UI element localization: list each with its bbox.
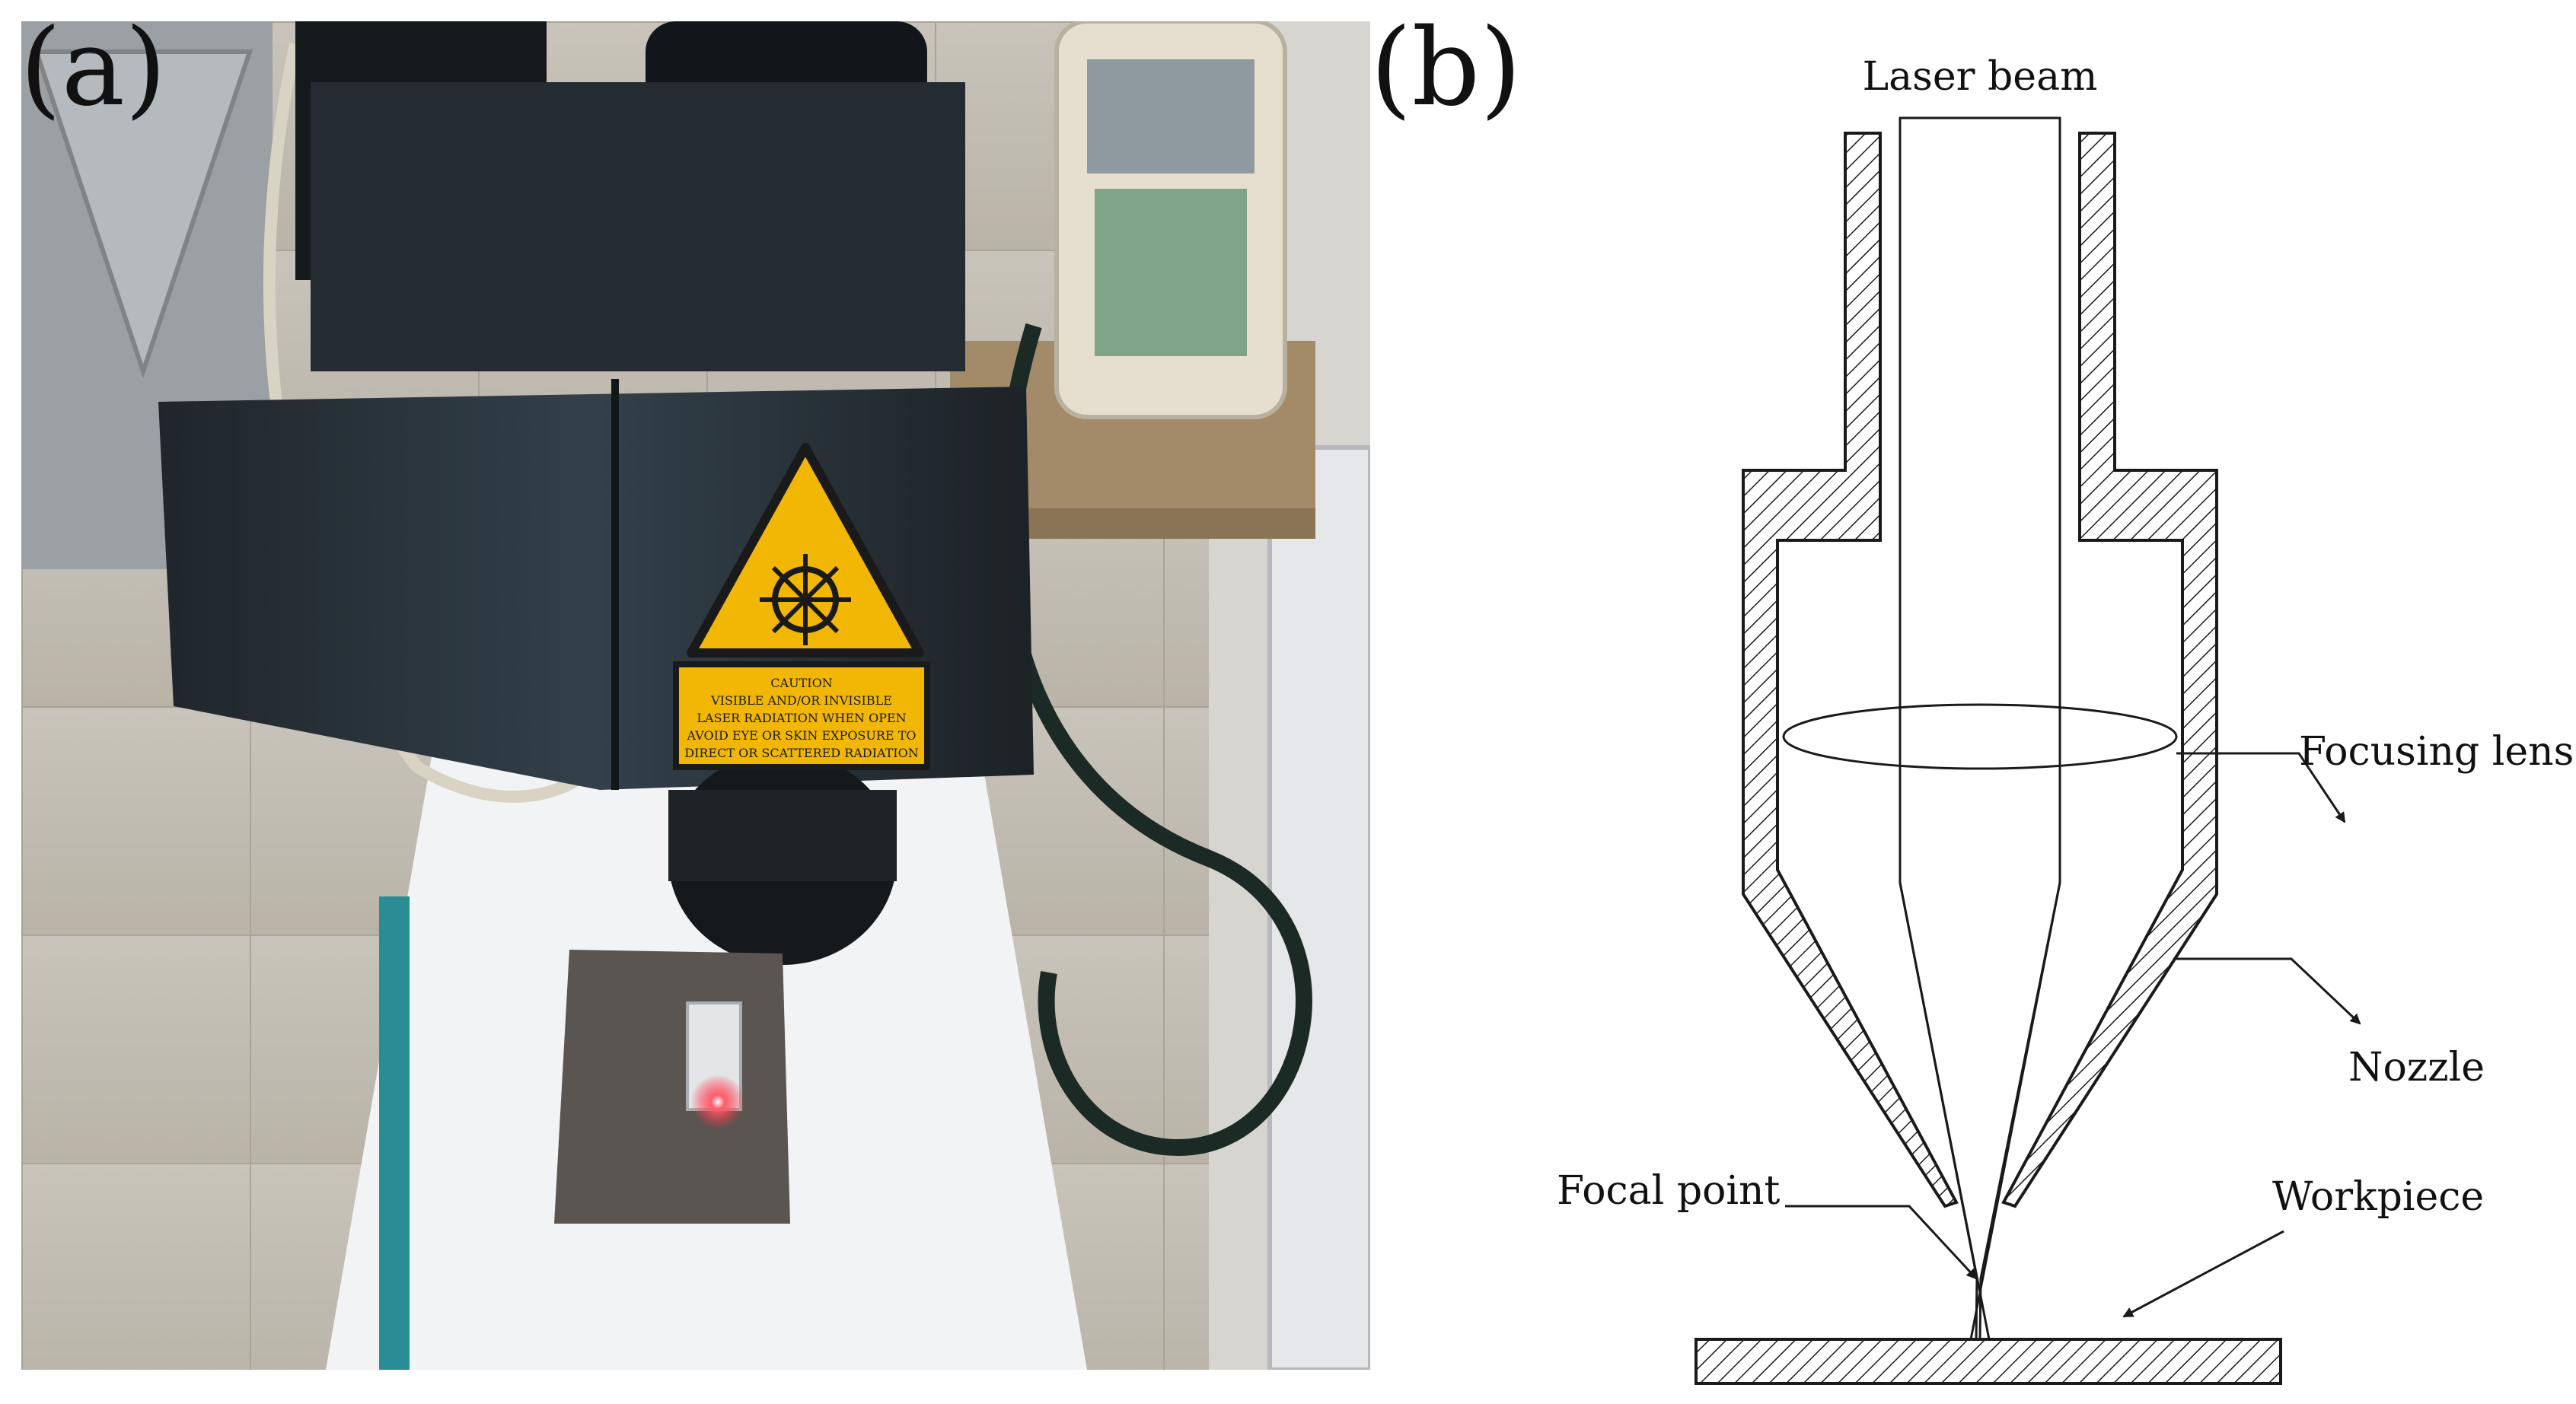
nozzle-leader [2173,957,2361,1025]
laser-head-upper [311,82,965,371]
right-door [1267,445,1370,1370]
nozzle-left-wall [1742,132,1959,1208]
focusing-lens-leader [2176,752,2346,823]
warning-triangle [687,443,924,657]
caution-line-3: LASER RADIATION WHEN OPEN [697,711,906,725]
laser-beam-crossing [1899,882,2061,1340]
steel-plate [554,950,790,1224]
caution-line-1: CAUTION [770,676,832,690]
panel-label-a: (a) [20,6,167,130]
workpiece-plate [1694,1338,2282,1385]
label-workpiece: Workpiece [2272,1174,2484,1220]
caution-label [673,661,930,770]
panel-label-b: (b) [1370,6,1522,130]
caution-line-2: VISIBLE AND/OR INVISIBLE [710,693,892,708]
label-focal-point: Focal point [1557,1168,1781,1214]
photo-svg: CAUTION VISIBLE AND/OR INVISIBLE LASER R… [21,21,1370,1370]
label-focusing-lens: Focusing lens [2299,729,2574,775]
focusing-lens [1782,703,2178,770]
laser-head-photo: CAUTION VISIBLE AND/OR INVISIBLE LASER R… [21,21,1370,1370]
workpiece-leader [2122,1230,2284,1318]
left-cabinet-panel [33,49,253,379]
pendant-keypad [1095,189,1247,356]
nozzle-right-wall [2001,132,2218,1208]
focal-point-leader [1785,1205,1978,1280]
pendant-screen [1087,59,1255,174]
laser-warning-sign: CAUTION VISIBLE AND/OR INVISIBLE LASER R… [673,443,930,770]
table-stand [379,896,410,1370]
nozzle-schematic: Laser beam Focusing lens Nozzle Focal po… [1557,54,2574,1385]
laser-head-lens-ring [668,790,897,881]
laser-spot [690,1074,745,1129]
caution-line-4: AVOID EYE OR SKIN EXPOSURE TO [687,728,917,743]
caution-line-5: DIRECT OR SCATTERED RADIATION [684,746,919,760]
label-nozzle: Nozzle [2348,1045,2485,1090]
label-laser-beam: Laser beam [1863,54,2098,100]
